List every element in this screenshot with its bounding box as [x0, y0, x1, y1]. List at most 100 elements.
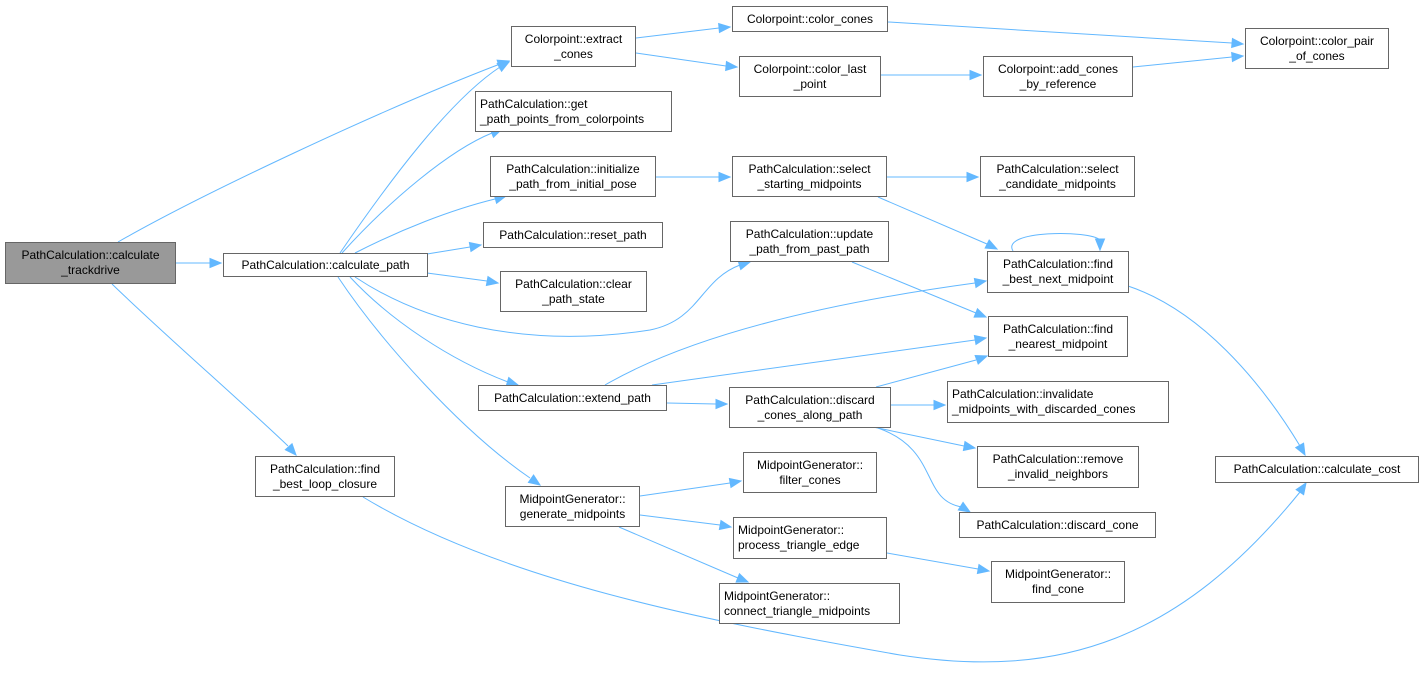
arrowhead-icon	[728, 477, 743, 489]
arrowhead-icon	[209, 257, 223, 269]
node-find-best-next-midpoint[interactable]: PathCalculation::find _best_next_midpoin…	[987, 251, 1129, 293]
edge-discard-cones-along-path-to-remove-invalid-neighbors	[872, 426, 965, 447]
node-label: _path_from_past_path	[749, 241, 870, 256]
arrowhead-icon	[718, 22, 732, 34]
node-update-path-from-past-path[interactable]: PathCalculation::update _path_from_past_…	[730, 221, 889, 262]
arrowhead-icon	[1294, 442, 1306, 457]
node-find-cone[interactable]: MidpointGenerator:: find_cone	[991, 561, 1125, 603]
edge-calculate-path-to-get-path-points	[341, 132, 493, 254]
edge-color-cones-to-color-pair-of-cones	[887, 21, 1233, 44]
node-reset-path[interactable]: PathCalculation::reset_path	[483, 222, 663, 248]
node-label: Colorpoint::add_cones	[997, 61, 1119, 76]
node-calculate-path[interactable]: PathCalculation::calculate_path	[223, 253, 428, 277]
arrowhead-icon	[966, 171, 980, 183]
node-label: _path_from_initial_pose	[509, 176, 637, 191]
node-label: _path_points_from_colorpoints	[480, 111, 645, 126]
arrowhead-icon	[1295, 481, 1307, 496]
arrowhead-icon	[957, 501, 972, 513]
node-label: Colorpoint::extract	[524, 31, 623, 46]
node-process-triangle-edge[interactable]: MidpointGenerator:: process_triangle_edg…	[733, 517, 887, 559]
node-label: PathCalculation::find	[1002, 257, 1114, 271]
node-label: _nearest_midpoint	[1008, 336, 1108, 351]
edge-extend-path-to-find-best-next-midpoint	[604, 282, 976, 386]
node-label: find_cone	[1031, 582, 1085, 596]
node-color-last-point[interactable]: Colorpoint::color_last _point	[739, 56, 881, 97]
node-label: PathCalculation::initialize	[506, 161, 640, 176]
edge-calculate-path-to-generate-midpoints	[337, 276, 531, 479]
node-label: MidpointGenerator::	[724, 588, 831, 603]
edge-add-cones-by-reference-to-color-pair-of-cones	[1132, 56, 1233, 68]
arrowhead-icon	[933, 399, 947, 411]
edge-calculate-path-to-reset-path	[426, 246, 471, 255]
edge-find-best-next-midpoint-to-find-best-next-midpoint	[1011, 233, 1101, 252]
arrowhead-icon	[718, 171, 732, 183]
arrowhead-icon	[718, 519, 733, 531]
arrowhead-icon	[976, 563, 991, 575]
node-discard-cones-along-path[interactable]: PathCalculation::discard _cones_along_pa…	[729, 387, 891, 428]
edge-find-best-loop-closure-to-calculate-cost	[362, 491, 1301, 663]
node-clear-path-state[interactable]: PathCalculation::clear _path_state	[500, 271, 647, 312]
node-calculate-trackdrive[interactable]: PathCalculation::calculate _trackdrive	[5, 242, 176, 284]
node-extract-cones[interactable]: Colorpoint::extract _cones	[511, 26, 636, 67]
node-label: generate_midpoints	[519, 506, 626, 521]
arrowhead-icon	[969, 69, 983, 81]
node-extend-path[interactable]: PathCalculation::extend_path	[478, 385, 667, 411]
arrowhead-icon	[527, 474, 542, 486]
node-label: _by_reference	[1019, 76, 1097, 91]
node-label: _point	[793, 76, 827, 91]
node-label: PathCalculation::calculate	[21, 248, 160, 262]
edge-calculate-path-to-clear-path-state	[426, 272, 488, 282]
node-label: PathCalculation::get	[480, 96, 588, 111]
arrowhead-icon	[725, 60, 739, 72]
node-label: PathCalculation::discard_cone	[976, 517, 1139, 532]
node-label: _starting_midpoints	[757, 176, 862, 191]
node-label: _of_cones	[1289, 48, 1345, 63]
node-filter-cones[interactable]: MidpointGenerator:: filter_cones	[743, 452, 877, 493]
node-label: PathCalculation::extend_path	[494, 390, 651, 405]
edge-generate-midpoints-to-filter-cones	[639, 482, 731, 497]
node-label: Colorpoint::color_cones	[746, 11, 874, 26]
node-find-nearest-midpoint[interactable]: PathCalculation::find _nearest_midpoint	[988, 316, 1128, 357]
node-invalidate-midpoints[interactable]: PathCalculation::invalidate _midpoints_w…	[947, 381, 1169, 423]
arrowhead-icon	[485, 275, 500, 287]
node-label: MidpointGenerator::	[1004, 567, 1112, 581]
edge-calculate-path-to-initialize-path	[354, 198, 496, 254]
node-generate-midpoints[interactable]: MidpointGenerator:: generate_midpoints	[505, 486, 640, 527]
node-label: PathCalculation::find	[1002, 321, 1114, 336]
node-label: PathCalculation::select	[996, 161, 1119, 176]
edge-select-starting-midpoints-to-find-best-next-midpoint	[877, 196, 988, 245]
arrowhead-icon	[1094, 238, 1106, 252]
node-add-cones-by-reference[interactable]: Colorpoint::add_cones _by_reference	[983, 56, 1133, 97]
node-label: process_triangle_edge	[738, 538, 860, 552]
node-label: MidpointGenerator::	[738, 523, 845, 537]
node-label: PathCalculation::select	[748, 161, 871, 176]
node-label: _best_next_midpoint	[1002, 272, 1114, 286]
node-label: _trackdrive	[61, 263, 120, 277]
node-select-candidate-midpoints[interactable]: PathCalculation::select _candidate_midpo…	[980, 156, 1135, 197]
node-label: _candidate_midpoints	[999, 176, 1116, 191]
node-discard-cone[interactable]: PathCalculation::discard_cone	[959, 512, 1156, 538]
node-connect-triangle-midpoints[interactable]: MidpointGenerator:: connect_triangle_mid…	[719, 583, 900, 624]
node-remove-invalid-neighbors[interactable]: PathCalculation::remove _invalid_neighbo…	[977, 446, 1139, 488]
edge-discard-cones-along-path-to-find-nearest-midpoint	[875, 359, 977, 388]
arrowhead-icon	[1231, 51, 1245, 63]
edge-discard-cones-along-path-to-discard-cone	[877, 427, 963, 508]
node-get-path-points[interactable]: PathCalculation::get _path_points_from_c…	[475, 91, 672, 132]
node-select-starting-midpoints[interactable]: PathCalculation::select _starting_midpoi…	[732, 156, 887, 197]
node-initialize-path[interactable]: PathCalculation::initialize _path_from_i…	[490, 156, 656, 197]
edge-extract-cones-to-color-cones	[635, 27, 720, 39]
node-calculate-cost[interactable]: PathCalculation::calculate_cost	[1215, 456, 1419, 483]
node-color-pair-of-cones[interactable]: Colorpoint::color_pair _of_cones	[1245, 28, 1389, 69]
node-find-best-loop-closure[interactable]: PathCalculation::find _best_loop_closure	[255, 456, 395, 497]
node-label: _cones	[554, 46, 593, 61]
node-label: PathCalculation::reset_path	[499, 227, 647, 242]
node-label: MidpointGenerator::	[756, 457, 864, 472]
arrowhead-icon	[984, 239, 999, 250]
arrowhead-icon	[973, 334, 988, 346]
arrowhead-icon	[973, 307, 988, 318]
edge-calculate-path-to-extend-path	[349, 276, 509, 383]
arrowhead-icon	[735, 572, 750, 583]
node-label: _midpoints_with_discarded_cones	[952, 402, 1136, 416]
node-color-cones[interactable]: Colorpoint::color_cones	[732, 6, 888, 32]
